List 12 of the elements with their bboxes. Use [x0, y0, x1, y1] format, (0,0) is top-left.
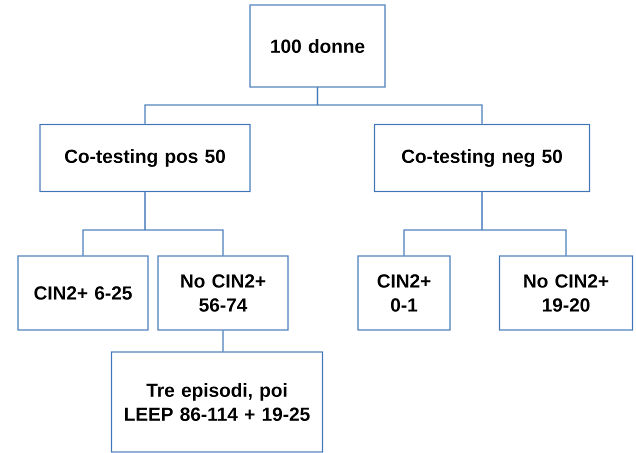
process-box: CIN2+ 0-1	[357, 255, 451, 331]
process-box: CIN2+ 6-25	[17, 255, 149, 331]
process-box: No CIN2+ 56-74	[157, 255, 289, 331]
connector-line	[316, 88, 483, 124]
process-box: Co-testing neg 50	[374, 124, 590, 192]
process-box: Tre episodi, poi LEEP 86-114 + 19-25	[110, 351, 324, 453]
process-box: 100 donne	[249, 4, 386, 88]
connector-line	[144, 192, 224, 256]
connector-line	[222, 330, 224, 352]
connector-line	[481, 192, 567, 256]
process-box: No CIN2+ 19-20	[498, 255, 634, 331]
process-box: Co-testing pos 50	[39, 124, 251, 192]
